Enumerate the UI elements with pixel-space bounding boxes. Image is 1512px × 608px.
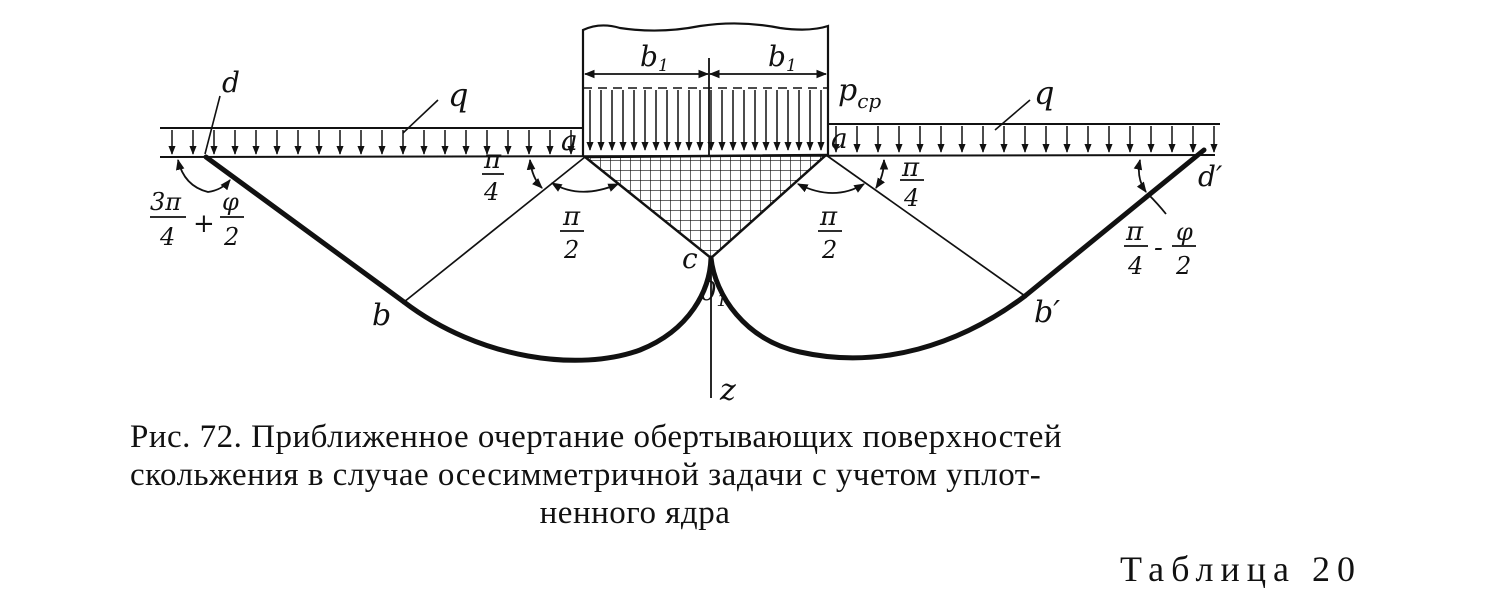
angle-arcs xyxy=(175,158,1167,215)
slip-surface xyxy=(203,147,1207,363)
leader-lines xyxy=(204,95,1031,155)
svg-text:4: 4 xyxy=(903,184,919,212)
svg-text:π: π xyxy=(901,153,920,183)
svg-text:4: 4 xyxy=(483,178,499,206)
label-b-right: b′ xyxy=(1034,295,1060,330)
label-b1-right: b1 xyxy=(768,40,797,76)
angle-label-pi4-left: π 4 xyxy=(482,145,504,206)
svg-text:-: - xyxy=(1154,233,1163,263)
svg-text:π: π xyxy=(483,145,502,175)
label-pcp: pcp xyxy=(838,73,881,113)
caption-line-2: скольжения в случае осесимметричной зада… xyxy=(130,457,1042,493)
label-c: c xyxy=(682,242,698,275)
label-o1: 01 xyxy=(700,277,727,311)
angle-label-pi2-right: π 2 xyxy=(818,202,842,264)
svg-text:4: 4 xyxy=(1127,252,1143,280)
svg-text:+: + xyxy=(193,209,215,239)
label-z: z xyxy=(719,373,736,408)
caption-line-3: ненного ядра xyxy=(539,495,731,531)
slip-surface-diagram: d q q b1 b1 pcp a a d′ c 01 z b b′ 3π 4 … xyxy=(150,22,1223,408)
label-a-right: a xyxy=(831,122,848,155)
surcharge-q-left xyxy=(160,127,583,155)
svg-text:φ: φ xyxy=(1176,218,1193,246)
svg-text:π: π xyxy=(562,202,581,232)
label-b1-left: b1 xyxy=(640,40,669,76)
label-d: d xyxy=(222,66,240,99)
angle-label-3pi4-plus-phi2: 3π 4 + φ 2 xyxy=(150,188,244,251)
svg-text:2: 2 xyxy=(821,236,837,264)
svg-text:π: π xyxy=(1125,217,1144,247)
surcharge-q-right xyxy=(828,123,1220,153)
table-label: Таблица 20 xyxy=(1120,549,1362,589)
label-q-right: q xyxy=(1034,74,1054,112)
angle-label-pi4-right: π 4 xyxy=(900,153,924,212)
svg-text:2: 2 xyxy=(223,223,239,251)
svg-text:2: 2 xyxy=(1175,252,1191,280)
caption-line-1: Рис. 72. Приближенное очертание обертыва… xyxy=(130,419,1063,455)
svg-text:π: π xyxy=(819,202,838,232)
label-a-left: a xyxy=(561,124,578,157)
svg-text:2: 2 xyxy=(563,236,579,264)
svg-text:4: 4 xyxy=(159,223,175,251)
svg-text:3π: 3π xyxy=(150,188,182,216)
label-d-prime: d′ xyxy=(1198,160,1223,193)
compacted-core xyxy=(581,153,830,260)
svg-text:φ: φ xyxy=(222,188,239,216)
b1-dimension xyxy=(583,58,828,155)
angle-label-pi4-minus-phi2: π 4 - φ 2 xyxy=(1124,217,1196,280)
foundation xyxy=(581,22,830,157)
label-b-left: b xyxy=(372,298,391,333)
label-q-left: q xyxy=(448,76,468,114)
radial-lines xyxy=(403,154,1026,303)
figure-caption: Рис. 72. Приближенное очертание обертыва… xyxy=(130,418,1260,532)
angle-label-pi2-left: π 2 xyxy=(560,202,584,264)
